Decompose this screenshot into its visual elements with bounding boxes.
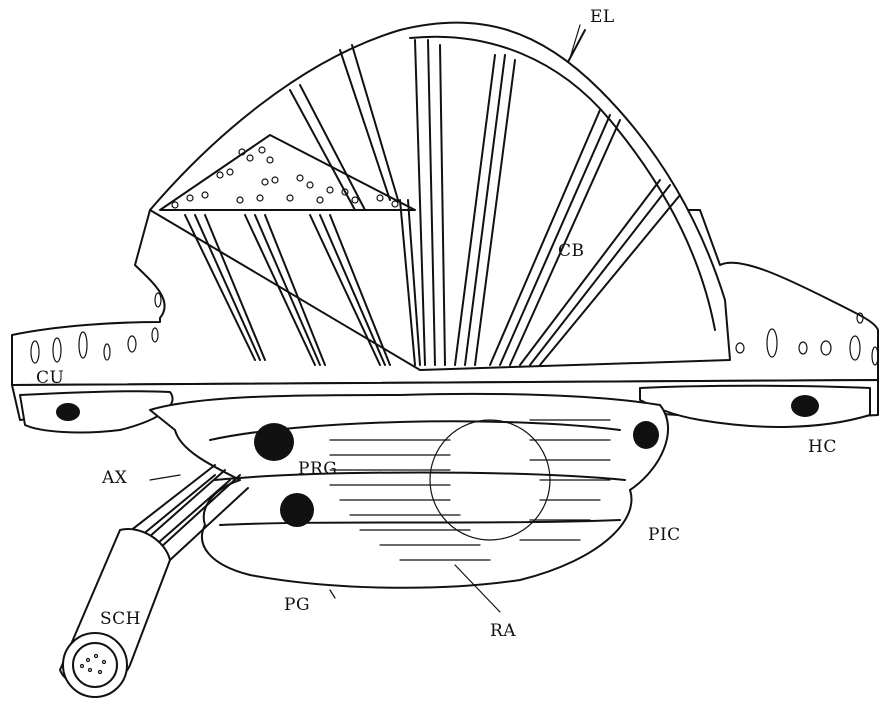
- nucleus-prg: [254, 423, 294, 461]
- label-sch: SCH: [100, 609, 141, 629]
- label-hc: HC: [808, 437, 837, 457]
- nucleus-pg: [280, 493, 314, 527]
- nucleus-pic: [633, 421, 659, 449]
- label-prg: PRG: [298, 459, 337, 479]
- label-pg: PG: [284, 595, 310, 615]
- label-cu: CU: [36, 368, 64, 388]
- hypodermal-nucleus-right: [791, 395, 819, 417]
- label-pic: PIC: [648, 525, 681, 545]
- hypodermal-nucleus-left: [56, 403, 80, 421]
- label-cb: CB: [558, 241, 585, 261]
- label-ra: RA: [490, 621, 516, 641]
- label-ax: AX: [101, 468, 128, 488]
- label-el: EL: [590, 7, 615, 27]
- sensory-complex: [150, 394, 668, 588]
